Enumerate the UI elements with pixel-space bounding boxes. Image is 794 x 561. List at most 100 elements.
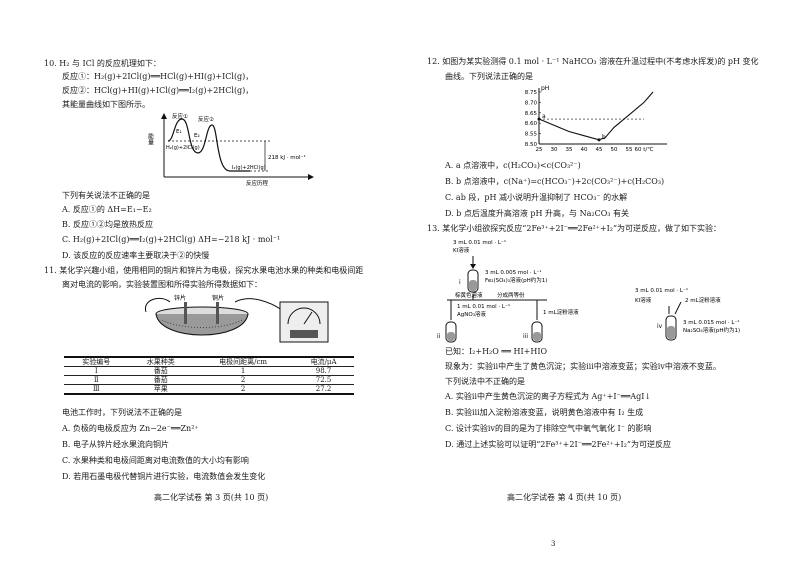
table-header: 实验编号 xyxy=(64,356,129,368)
q12-stem-2: 曲线。下列说法正确的是 xyxy=(445,72,533,81)
ph-curve xyxy=(538,91,654,141)
q11-prompt: 电池工作时，下列说法不正确的是 xyxy=(62,408,182,417)
q10-reaction-2: 反应②：HCl(g)+HI(g)+ICl(g)══I₂(g)+2HCl(g)， xyxy=(62,86,254,95)
footer-page-3: 高二化学试卷 第 3 页(共 10 页) xyxy=(154,493,269,502)
tube-iv-label: iv xyxy=(657,323,663,330)
table-header: 电极间距离/cm xyxy=(192,356,294,368)
q13-option-d: D. 通过上述实验可以证明“2Fe³⁺+2I⁻══2Fe²⁺+I₂”为可逆反应 xyxy=(445,440,672,449)
table-header: 电流/μA xyxy=(293,356,354,368)
left-page: 10. H₂ 与 ICl 的反应机理如下： 反应①：H₂(g)+2ICl(g)═… xyxy=(44,59,363,502)
tube-i-reagent: 3 mL 0.01 mol · L⁻¹ xyxy=(453,239,506,246)
table-cell: 番茄 xyxy=(128,366,193,377)
x-tick-label: 40 xyxy=(581,147,588,153)
q10-caption: 其能量曲线如下图所示。 xyxy=(62,100,150,109)
tube-iv-na2so4-2: Na₂SO₄溶液(pH约为1) xyxy=(683,326,740,334)
table-cell: Ⅲ xyxy=(64,384,129,396)
q12-stem-1: 12. 如图为某实验测得 0.1 mol · L⁻¹ NaHCO₃ 溶液在升温过… xyxy=(427,57,759,66)
q11-option-a: A. 负极的电极反应为 Zn−2e⁻══Zn²⁺ xyxy=(62,424,199,433)
label-reaction-2: 反应② xyxy=(198,115,214,123)
tube-iii-label: iii xyxy=(523,333,528,340)
label-delta: 218 kJ · mol⁻¹ xyxy=(268,154,306,161)
q13-option-b: B. 实验ⅲ加入淀粉溶液变蓝，说明黄色溶液中有 I₂ 生成 xyxy=(445,408,644,417)
x-tick-label: 50 xyxy=(611,147,618,153)
q13-phenomena: 现象为：实验ⅱ中产生了黄色沉淀；实验ⅲ中溶液变蓝；实验ⅳ中溶液不变蓝。 xyxy=(445,362,721,371)
q10-reaction-1: 反应①：H₂(g)+2ICl(g)══HCl(g)+HI(g)+ICl(g)， xyxy=(62,72,254,81)
x-tick-label: 30 xyxy=(551,147,558,153)
table-row: Ⅰ 番茄 1 98.7 xyxy=(64,366,354,377)
q13-option-c: C. 设计实验ⅳ的目的是为了排除空气中氧气氧化 I⁻ 的影响 xyxy=(445,424,652,433)
right-page: 12. 如图为某实验测得 0.1 mol · L⁻¹ NaHCO₃ 溶液在升温过… xyxy=(397,0,794,561)
reaction-axis-label: 反应历程 xyxy=(246,179,269,187)
label-e2: E₂ xyxy=(194,133,200,139)
tube-ii-agno3: AgNO₃溶液 xyxy=(457,310,486,318)
label-split: 分成两等份 xyxy=(497,291,525,299)
y-tick-label: 8.60 xyxy=(525,121,538,127)
energy-axis-label: 能量 xyxy=(147,132,154,146)
x-tick-label: 60 t/℃ xyxy=(635,146,654,153)
x-tick-label: 45 xyxy=(596,147,603,153)
table-cell: 98.7 xyxy=(293,366,354,377)
q12-option-b: B. b 点溶液中，c(Na⁺)=c(HCO₃⁻)+2c(CO₃²⁻)+c(H₂… xyxy=(445,177,665,186)
tube-iv-ki: KI溶液 xyxy=(635,296,652,304)
tube-iv-na2so4-1: 3 mL 0.015 mol · L⁻¹ xyxy=(683,319,740,326)
q11-option-d: D. 若用石墨电极代替铜片进行实验，电流数值会发生变化 xyxy=(62,472,266,481)
x-tick-label: 35 xyxy=(566,147,573,153)
label-brown-solution: 棕黄色溶液 xyxy=(455,291,483,299)
q10-option-b: B. 反应①②均是放热反应 xyxy=(62,220,153,229)
q10-option-a: A. 反应①的 ΔH=E₁−E₂ xyxy=(62,205,152,214)
q12-option-a: A. a 点溶液中，c(H₂CO₃)<c(CO₃²⁻) xyxy=(445,161,581,170)
table-cell: Ⅰ xyxy=(64,366,129,377)
q13-option-a: A. 实验ⅱ中产生黄色沉淀的离子方程式为 Ag⁺+I⁻══AgI↓ xyxy=(445,392,652,401)
table-cell: Ⅱ xyxy=(64,375,129,386)
point-b xyxy=(597,138,601,142)
energy-diagram: 能量 反应① 反应② E₁ E₂ H₂(g)+2ICl(g) 218 kJ · … xyxy=(147,112,314,187)
q10-prompt: 下列有关说法不正确的是 xyxy=(62,191,150,200)
tube-iii-add: 1 mL淀粉溶液 xyxy=(543,308,579,316)
table-row: Ⅲ 苹果 2 27.2 xyxy=(64,384,354,396)
q12-option-c: C. ab 段，pH 减小说明升温抑制了 HCO₃⁻ 的水解 xyxy=(445,193,628,202)
tube-i-label: i xyxy=(459,279,461,286)
tube-ii-label: ii xyxy=(437,333,441,340)
table-cell: 2 xyxy=(192,375,294,386)
y-tick-label: 8.55 xyxy=(525,132,538,138)
table-cell: 27.2 xyxy=(293,384,354,396)
q13-prompt: 下列说法中不正确的是 xyxy=(445,377,525,386)
table-cell: 2 xyxy=(192,384,294,396)
y-tick-label: 8.70 xyxy=(525,100,538,106)
label-reaction-1: 反应① xyxy=(172,112,188,120)
table-cell: 苹果 xyxy=(128,384,193,396)
q10-stem: 10. H₂ 与 ICl 的反应机理如下： xyxy=(44,59,161,68)
y-tick-label: 8.65 xyxy=(525,111,538,117)
tube-i-fe-2: Fe₂(SO₄)₃溶液(pH约为1) xyxy=(485,276,547,284)
point-a xyxy=(537,117,541,121)
y-axis-label: pH xyxy=(541,85,549,92)
y-tick-label: 8.75 xyxy=(525,90,538,96)
label-copper: 铜片 xyxy=(212,294,224,302)
q10-option-c: C. H₂(g)+2ICl(g)══I₂(g)+2HCl(g) ΔH=−218 … xyxy=(62,235,281,244)
table-cell: 番茄 xyxy=(128,375,193,386)
ph-chart: pH 8.50 8.55 8.60 8.65 8.70 8.75 25 30 35 40 45 50 55… xyxy=(525,85,667,153)
sheet-page-number: 3 xyxy=(551,540,556,548)
y-tick-label: 8.50 xyxy=(525,142,538,148)
x-tick-label: 55 xyxy=(626,147,633,153)
x-tick-label: 25 xyxy=(536,147,543,153)
tube-ii-add: 1 mL 0.01 mol · L⁻¹ xyxy=(457,303,510,310)
tube-i-fe-1: 3 mL 0.005 mol · L⁻¹ xyxy=(485,269,542,276)
tube-iv-reagent: 3 mL 0.01 mol · L⁻¹ xyxy=(635,287,688,294)
label-start: H₂(g)+2ICl(g) xyxy=(166,145,200,151)
table-header: 水果种类 xyxy=(128,356,193,368)
label-zinc: 锌片 xyxy=(174,294,186,302)
q11-option-c: C. 水果种类和电极间距离对电流数值的大小均有影响 xyxy=(62,456,249,465)
q12-option-d: D. b 点后温度升高溶液 pH 升高，与 Na₂CO₃ 有关 xyxy=(445,209,630,218)
point-label-b: b xyxy=(602,134,606,141)
table-cell: 1 xyxy=(192,366,294,377)
q11-stem-2: 离对电流的影响，实验装置图和所得实验所得数据如下： xyxy=(62,280,262,289)
footer-page-4: 高二化学试卷 第 4 页(共 10 页) xyxy=(507,493,622,502)
label-end: I₂(g)+2HCl(g) xyxy=(232,165,266,171)
point-label-a: a xyxy=(542,113,546,120)
q13-stem: 13. 某化学小组欲探究反应“2Fe³⁺+2I⁻══2Fe²⁺+I₂”为可逆反应… xyxy=(427,224,722,233)
fruit-battery-apparatus: 锌片 铜片 xyxy=(144,294,329,343)
q13-known: 已知：I₂+H₂O ══ HI+HIO xyxy=(445,347,548,356)
q11-data-table: 实验编号 水果种类 电极间距离/cm 电流/μA Ⅰ 番茄 1 98.7 Ⅱ 番… xyxy=(64,356,354,396)
table-row: Ⅱ 番茄 2 72.5 xyxy=(64,375,354,386)
